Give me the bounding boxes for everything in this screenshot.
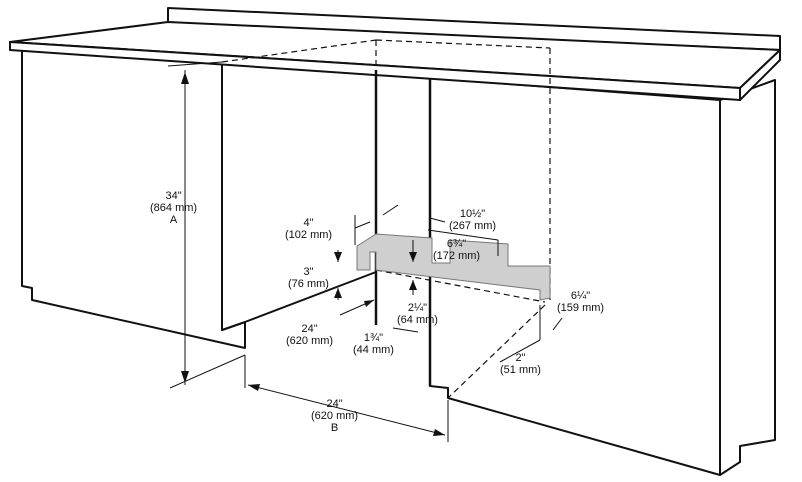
dimension-inches: 1¾": [363, 332, 384, 344]
dimension-tag: A: [169, 214, 178, 226]
dimension-mm: (620 mm): [286, 335, 334, 347]
dimension-mm: (864 mm): [150, 202, 198, 214]
dimension-24in-side-label: 24" (620 mm): [286, 323, 333, 347]
arrowheads: [181, 72, 445, 436]
dimension-inches: 2": [515, 352, 526, 364]
dimension-10-5in-label: 10½" (267 mm): [449, 208, 496, 232]
dimension-mm: (620 mm): [311, 410, 359, 422]
dimension-mm: (172 mm): [433, 250, 481, 262]
dimension-inches: 6¾": [446, 238, 467, 250]
dimension-mm: (44 mm): [353, 344, 394, 356]
dimension-mm: (267 mm): [449, 220, 497, 232]
countertop-side: [739, 49, 781, 101]
dimension-inches: 6¼": [570, 290, 591, 302]
dimension-6-75in-label: 6¾" (172 mm): [433, 238, 480, 262]
mounting-bracket: [356, 233, 551, 301]
dimension-inches: 4": [303, 217, 314, 229]
dimension-4in-label: 4" (102 mm): [285, 217, 332, 241]
dimension-2-25in-label: 2¼" (64 mm): [397, 302, 438, 326]
dimension-b-label: 24" (620 mm) B: [311, 398, 358, 434]
dimension-inches: 24": [326, 398, 343, 410]
left-cabinet-front: [21, 49, 246, 349]
right-cabinet-side: [719, 79, 776, 476]
dimension-mm: (102 mm): [285, 229, 333, 241]
dimension-mm: (51 mm): [500, 364, 541, 376]
dimension-3in-label: 3" (76 mm): [288, 266, 329, 290]
dimension-inches: 34": [165, 190, 182, 202]
dimension-mm: (159 mm): [557, 302, 605, 314]
dimension-mm: (64 mm): [397, 314, 438, 326]
dimension-tag: B: [330, 422, 339, 434]
dimension-2in-label: 2" (51 mm): [500, 352, 541, 376]
dimension-inches: 2¼": [407, 302, 428, 314]
dimension-inches: 10½": [459, 208, 486, 220]
dimension-inches: 3": [303, 266, 314, 278]
dimension-inches: 24": [301, 323, 318, 335]
dimension-6-25in-label: 6¼" (159 mm): [557, 290, 604, 314]
dimension-mm: (76 mm): [288, 278, 329, 290]
dimension-a-label: 34" (864 mm) A: [150, 190, 197, 226]
dimension-1-75in-label: 1¾" (44 mm): [353, 332, 394, 356]
